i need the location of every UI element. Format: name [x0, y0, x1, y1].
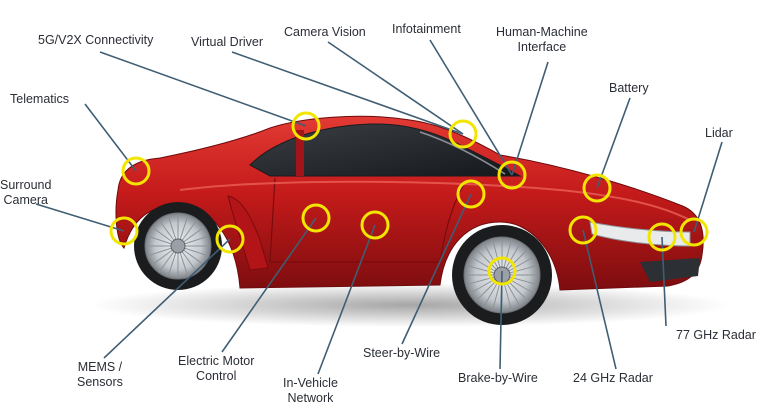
leader-line-hmi [511, 61, 549, 176]
marker-in-vehicle-network [360, 210, 390, 240]
marker-connectivity [291, 111, 321, 141]
leader-line-virtual-driver [231, 51, 464, 135]
label-brake-by-wire: Brake-by-Wire [458, 371, 538, 385]
leader-line-radar-77 [661, 236, 667, 327]
leader-line-camera-vision [327, 41, 464, 135]
leader-line-brake-by-wire [499, 270, 503, 370]
marker-battery [582, 173, 612, 203]
label-mems-sensors: MEMS / Sensors [77, 360, 123, 389]
leader-line-infotainment [429, 39, 513, 176]
marker-lidar [679, 217, 709, 247]
marker-steer-by-wire [456, 179, 486, 209]
label-camera-vision: Camera Vision [284, 25, 366, 39]
leader-lines [35, 39, 723, 375]
leader-line-lidar [693, 141, 723, 233]
leader-line-radar-24 [582, 229, 617, 370]
leader-line-steer-by-wire [401, 193, 472, 345]
leader-line-in-vehicle-network [317, 224, 376, 375]
marker-mems-sensors [215, 224, 245, 254]
headlight [589, 221, 691, 247]
marker-virtual-driver [448, 119, 478, 149]
leader-line-battery [596, 97, 631, 189]
label-battery: Battery [609, 81, 649, 95]
label-virtual-driver: Virtual Driver [191, 35, 264, 49]
rear-wheel [134, 202, 222, 290]
label-surround-camera: Surround Camera [0, 178, 52, 207]
windshield-highlight [419, 131, 506, 175]
label-steer-by-wire: Steer-by-Wire [363, 346, 441, 360]
leader-line-surround-camera [35, 203, 125, 232]
marker-radar-24 [568, 215, 598, 245]
car-shadow [90, 283, 730, 327]
label-lidar: Lidar [705, 126, 733, 140]
label-infotainment: Infotainment [392, 22, 461, 36]
front-intake [640, 258, 700, 282]
body-highlight [179, 180, 691, 221]
marker-brake-by-wire [487, 256, 517, 286]
marker-radar-77 [647, 222, 677, 252]
label-in-vehicle-network: In-Vehicle Network [283, 376, 338, 405]
marker-telematics [121, 156, 151, 186]
leader-line-electric-motor-control [221, 217, 317, 353]
marker-surround-camera [109, 216, 139, 246]
side-blade [227, 195, 269, 271]
label-electric-motor-control: Electric Motor Control [178, 354, 255, 383]
marker-infotainment [497, 160, 527, 190]
label-telematics: Telematics [10, 92, 70, 106]
label-radar-77: 77 GHz Radar [676, 328, 756, 342]
component-markers [109, 111, 709, 286]
marker-electric-motor-control [301, 203, 331, 233]
label-hmi: Human-Machine Interface [496, 25, 588, 54]
leader-line-connectivity [99, 51, 307, 127]
label-connectivity: 5G/V2X Connectivity [38, 33, 154, 47]
label-radar-24: 24 GHz Radar [573, 371, 653, 385]
b-pillar [296, 130, 304, 176]
leader-line-mems-sensors [103, 238, 231, 359]
